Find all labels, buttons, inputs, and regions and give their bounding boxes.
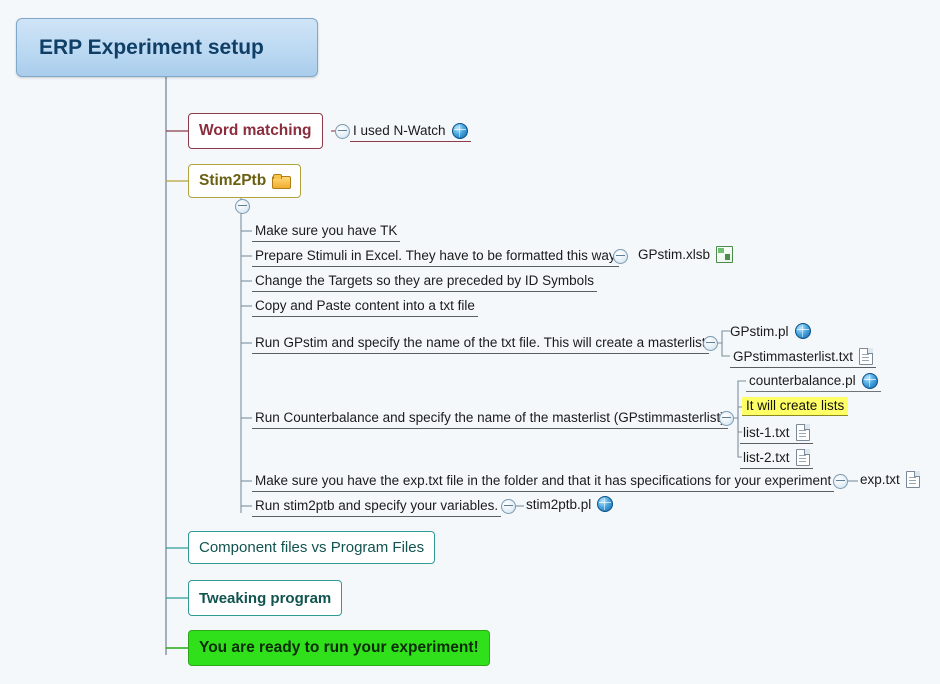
collapse-toggle-run-counterbalance[interactable] [719, 411, 734, 426]
node-prepare-stimuli[interactable]: Prepare Stimuli in Excel. They have to b… [252, 247, 619, 267]
doc-icon [795, 449, 810, 466]
node-stim2ptb-label: Stim2Ptb [199, 172, 267, 189]
globe-icon [451, 123, 468, 139]
node-i-used-n-watch-label: I used N-Watch [353, 123, 446, 138]
node-run-counterbalance[interactable]: Run Counterbalance and specify the name … [252, 409, 728, 429]
globe-icon [597, 496, 614, 512]
attachment-it-will-create-lists[interactable]: It will create lists [742, 397, 849, 416]
attachment-exp-txt[interactable]: exp.txt [860, 471, 920, 488]
attachment-list-2-txt-label: list-2.txt [743, 449, 790, 465]
globe-icon [794, 323, 811, 339]
node-run-gpstim-label: Run GPstim and specify the name of the t… [255, 335, 706, 350]
attachment-counterbalance-pl[interactable]: counterbalance.pl [746, 372, 881, 392]
node-tweaking-program[interactable]: Tweaking program [188, 580, 343, 616]
attachment-gpstimmasterlist-txt[interactable]: GPstimmasterlist.txt [730, 347, 877, 368]
node-exp-txt-check-label: Make sure you have the exp.txt file in t… [255, 473, 832, 488]
node-component-files-label: Component files vs Program Files [199, 539, 425, 556]
node-i-used-n-watch[interactable]: I used N-Watch [350, 122, 471, 142]
attachment-gpstim-xlsb[interactable]: GPstim.xlsb [638, 246, 734, 263]
attachment-counterbalance-pl-label: counterbalance.pl [749, 373, 856, 388]
node-run-stim2ptb[interactable]: Run stim2ptb and specify your variables. [252, 497, 502, 517]
node-run-gpstim[interactable]: Run GPstim and specify the name of the t… [252, 334, 709, 354]
collapse-toggle-prepare-stimuli[interactable] [613, 249, 628, 264]
node-copy-paste-txt-label: Copy and Paste content into a txt file [255, 298, 475, 313]
attachment-it-will-create-lists-label: It will create lists [746, 398, 845, 413]
node-copy-paste-txt[interactable]: Copy and Paste content into a txt file [252, 297, 478, 317]
collapse-toggle-exp-txt-check[interactable] [833, 474, 848, 489]
node-run-counterbalance-label: Run Counterbalance and specify the name … [255, 410, 725, 425]
collapse-toggle-run-gpstim[interactable] [703, 336, 718, 351]
attachment-gpstim-pl[interactable]: GPstim.pl [730, 323, 811, 339]
node-change-targets[interactable]: Change the Targets so they are preceded … [252, 272, 597, 292]
node-stim2ptb[interactable]: Stim2Ptb [188, 164, 302, 198]
collapse-toggle-run-stim2ptb[interactable] [501, 499, 516, 514]
doc-icon [859, 348, 874, 365]
node-word-matching[interactable]: Word matching [188, 113, 323, 149]
node-ready-to-run-label: You are ready to run your experiment! [199, 639, 479, 656]
doc-icon [795, 424, 810, 441]
node-component-files[interactable]: Component files vs Program Files [188, 531, 436, 564]
attachment-list-1-txt[interactable]: list-1.txt [740, 423, 813, 444]
attachment-stim2ptb-pl[interactable]: stim2ptb.pl [526, 496, 614, 512]
collapse-toggle-stim2ptb[interactable] [235, 199, 250, 214]
node-make-sure-tk-label: Make sure you have TK [255, 223, 398, 238]
node-tweaking-program-label: Tweaking program [199, 589, 332, 607]
doc-icon [905, 471, 920, 488]
node-make-sure-tk[interactable]: Make sure you have TK [252, 222, 401, 242]
root-label: ERP Experiment setup [39, 35, 264, 59]
attachment-gpstim-xlsb-label: GPstim.xlsb [638, 247, 711, 262]
excel-icon [716, 246, 734, 263]
node-run-stim2ptb-label: Run stim2ptb and specify your variables. [255, 498, 499, 513]
node-ready-to-run[interactable]: You are ready to run your experiment! [188, 630, 490, 666]
attachment-stim2ptb-pl-label: stim2ptb.pl [526, 496, 592, 512]
node-word-matching-label: Word matching [199, 122, 312, 139]
attachment-exp-txt-label: exp.txt [860, 472, 900, 487]
node-exp-txt-check[interactable]: Make sure you have the exp.txt file in t… [252, 472, 835, 492]
attachment-gpstimmasterlist-txt-label: GPstimmasterlist.txt [733, 348, 854, 364]
globe-icon [861, 373, 878, 389]
collapse-toggle-word-matching[interactable] [335, 124, 350, 139]
root-node[interactable]: ERP Experiment setup [16, 18, 318, 77]
attachment-list-2-txt[interactable]: list-2.txt [740, 448, 813, 469]
node-change-targets-label: Change the Targets so they are preceded … [255, 273, 594, 288]
node-prepare-stimuli-label: Prepare Stimuli in Excel. They have to b… [255, 248, 616, 263]
attachment-list-1-txt-label: list-1.txt [743, 424, 790, 440]
folder-icon [272, 174, 292, 189]
attachment-gpstim-pl-label: GPstim.pl [730, 323, 789, 339]
